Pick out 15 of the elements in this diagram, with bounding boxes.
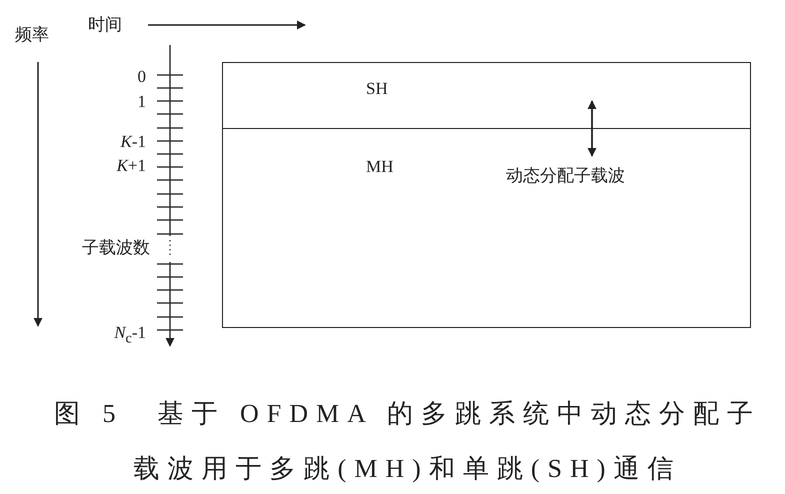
tick-label: 0 [138,67,146,87]
axis-label: 频率 [15,25,49,45]
tick-label: 1 [138,92,146,112]
band-region [222,127,751,328]
tick-label: K+1 [116,156,146,176]
double-arrow [588,100,596,157]
band-region [222,62,751,129]
tick-label: K-1 [120,132,146,152]
annotation-text: 动态分配子载波 [506,166,625,186]
tick-label: N$_{c}$-1 [114,323,146,348]
axis-label: 时间 [88,15,122,35]
band-label: SH [366,78,388,98]
axis-label: 子载波数 [82,238,150,258]
figure-caption: 图 5 基于 OFDMA 的多跳系统中动态分配子载波用于多跳(MH)和单跳(SH)通信 [53,398,762,485]
band-label: MH [366,157,394,177]
